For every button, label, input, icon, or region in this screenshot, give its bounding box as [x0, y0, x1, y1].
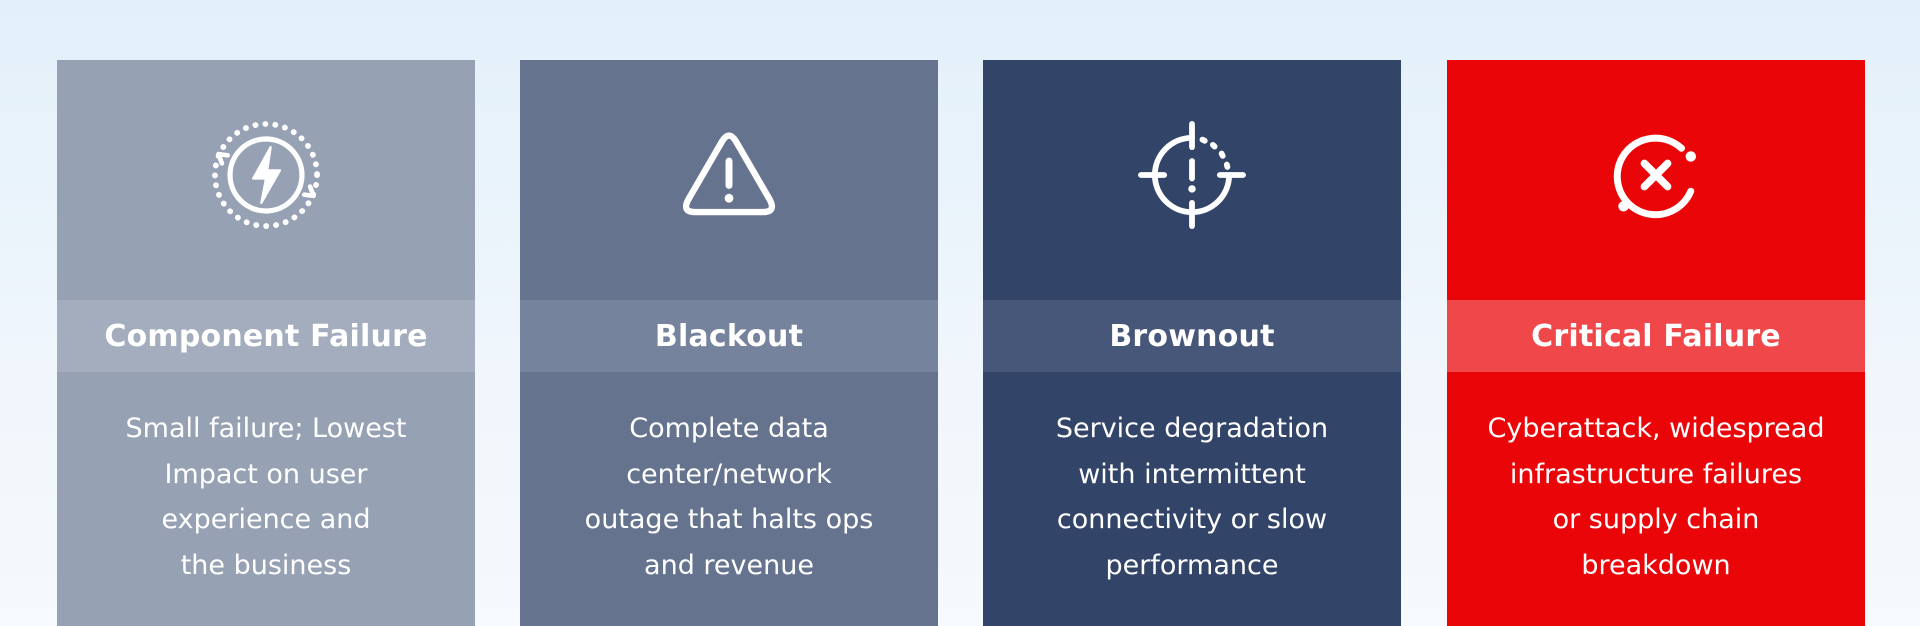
description-line: or supply chain — [1552, 504, 1760, 535]
title-band: Brownout — [983, 300, 1401, 372]
description-line: and revenue — [644, 549, 814, 581]
crosshair-exclamation-icon — [1138, 121, 1246, 229]
description-line: performance — [1105, 549, 1279, 581]
card-title: Component Failure — [104, 318, 428, 354]
card-description: Service degradation with intermittent co… — [983, 372, 1401, 588]
card-description: Cyberattack, widespread infrastructure f… — [1447, 372, 1865, 588]
description-line: breakdown — [1581, 549, 1731, 581]
card-title: Blackout — [654, 318, 804, 354]
icon-area — [1447, 60, 1865, 300]
card-blackout: Blackout Complete data center/network ou… — [520, 60, 938, 626]
card-title: Critical Failure — [1531, 318, 1781, 354]
card-title: Brownout — [1109, 318, 1275, 354]
description-line: Cyberattack, widespread — [1487, 413, 1825, 444]
card-brownout: Brownout Service degradation with interm… — [983, 60, 1401, 626]
description-line: infrastructure failures — [1509, 458, 1803, 490]
description-line: Impact on user — [164, 458, 368, 490]
description-line: center/network — [626, 458, 832, 490]
card-component-failure: Component Failure Small failure; Lowest … — [57, 60, 475, 626]
description-line: Small failure; Lowest — [125, 413, 407, 444]
description-line: outage that halts ops — [584, 504, 874, 535]
lightning-bolt-dotted-circle-icon — [212, 121, 320, 229]
card-critical-failure: Critical Failure Cyberattack, widespread… — [1447, 60, 1865, 626]
card-description: Small failure; Lowest Impact on user exp… — [57, 372, 475, 588]
card-description: Complete data center/network outage that… — [520, 372, 938, 588]
title-band: Critical Failure — [1447, 300, 1865, 372]
description-line: Service degradation — [1055, 413, 1329, 444]
description-line: with intermittent — [1078, 458, 1306, 490]
icon-area — [983, 60, 1401, 300]
title-band: Blackout — [520, 300, 938, 372]
description-line: connectivity or slow — [1056, 504, 1328, 535]
description-line: the business — [180, 549, 352, 581]
title-band: Component Failure — [57, 300, 475, 372]
icon-area — [57, 60, 475, 300]
icon-area — [520, 60, 938, 300]
x-circle-icon — [1613, 134, 1697, 219]
description-line: Complete data — [629, 413, 829, 444]
description-line: experience and — [161, 504, 371, 535]
warning-triangle-icon — [682, 132, 776, 216]
